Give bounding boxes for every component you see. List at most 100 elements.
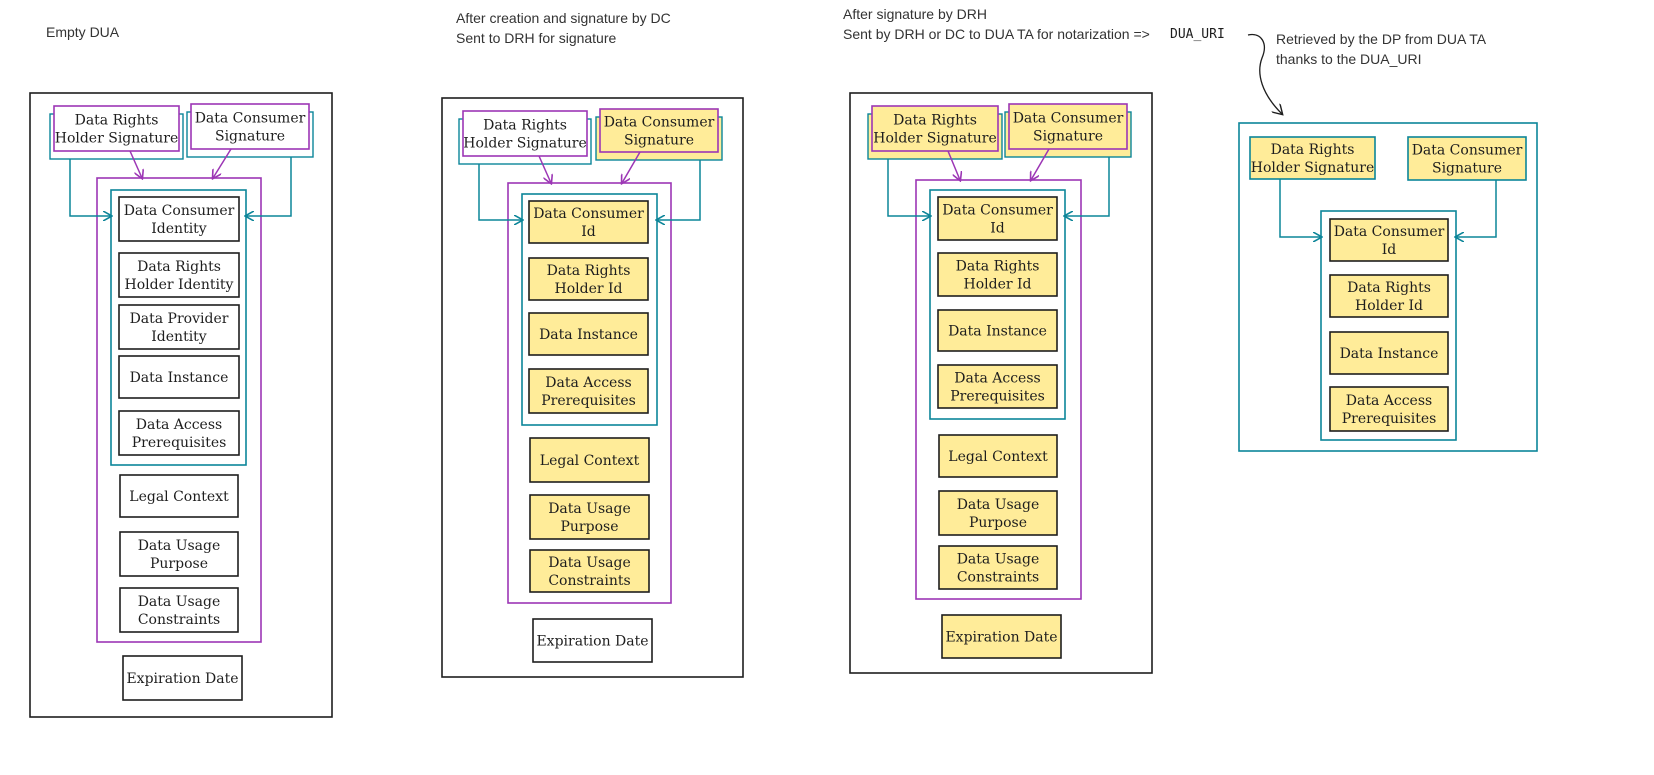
panel-2-inner-field-3-box: [528, 312, 649, 356]
panel-3-drh-to-group-arrow: [947, 150, 960, 180]
panel-3-inner-field-4-label-line: Prerequisites: [950, 389, 1045, 405]
panel-4-inner-field-4-label-line: Prerequisites: [1342, 411, 1437, 427]
panel-2-drh-signed-group: [507, 182, 672, 604]
panel-1-inner-field-4-label: Data Instance: [130, 370, 229, 386]
panel-1-dc-to-fields-arrow: [246, 157, 292, 216]
panel-2-inner-field-4-label-line: Prerequisites: [541, 393, 636, 409]
panel-1-caption: Empty DUA: [46, 24, 120, 40]
panel-2-caption-line: Sent to DRH for signature: [456, 30, 617, 46]
panel-2-outer-field-3-label-line: Data Usage: [548, 555, 631, 571]
panel-4-inner-field-4-box: [1329, 386, 1449, 432]
panel-2-outer-field-2-label-line: Data Usage: [548, 501, 631, 517]
dua-uri-label: DUA_URI: [1170, 27, 1225, 42]
panel-1-inner-field-4-label-line: Data Instance: [130, 370, 229, 386]
panel-3-outer-field-3-label-line: Constraints: [957, 570, 1039, 586]
panel-4-drh-signature-box: [1249, 136, 1376, 180]
panel-3-inner-field-1-label-line: Data Consumer: [942, 203, 1053, 219]
panel-2-caption: After creation and signature by DC Sent t…: [456, 10, 671, 46]
panel-4-inner-field-2-label-line: Holder Id: [1355, 298, 1423, 314]
panel-3-inner-field-2-label-line: Holder Id: [964, 277, 1032, 293]
panel-2-inner-field-2-box: [528, 257, 649, 301]
panel-2-outer-field-2-box: [529, 494, 650, 540]
panel-1-inner-field-1-label-line: Identity: [151, 221, 207, 237]
panel-3-outer-field-2-label-line: Data Usage: [957, 497, 1040, 513]
panel-1-drh-to-fields-arrow: [69, 159, 111, 216]
panel-2-outer-field-1-label: Legal Context: [540, 453, 640, 469]
panel-4-inner-field-2-box: [1329, 274, 1449, 318]
panel-1-drh-to-group-arrow: [129, 150, 142, 178]
panel-2-inner-field-2-label-line: Data Rights: [547, 263, 631, 279]
panel-1-inner-field-3-label-line: Identity: [151, 329, 207, 345]
panel-3-inner-field-2-box: [937, 252, 1058, 297]
panel-1-outer-field-2-label-line: Purpose: [150, 556, 208, 572]
panel-1-outer-field-1-label-line: Legal Context: [129, 489, 229, 505]
panel-1-drh-signature-box: [53, 105, 180, 152]
panel-2-inner-field-2-label-line: Holder Id: [555, 281, 623, 297]
panel-2-drh-signature-box: [462, 110, 588, 157]
panel-4-dc-to-fields-arrow: [1456, 180, 1497, 237]
panel-4-drh-signature-label-line: Holder Signature: [1251, 160, 1375, 176]
panel-3-inner-field-4-box: [937, 364, 1058, 409]
panel-1-inner-field-2-label-line: Holder Identity: [125, 277, 234, 293]
panel-1-inner-field-5-box: [118, 410, 240, 456]
panel-1-expiration-date-label-line: Expiration Date: [126, 671, 238, 687]
panel-3-inner-field-3-label-line: Data Instance: [948, 324, 1047, 340]
panel-3-caption-line: Sent by DRH or DC to DUA TA for notariza…: [843, 26, 1150, 42]
panel-4-inner-field-4-label-line: Data Access: [1346, 393, 1432, 409]
panel-3-outer-field-3-box: [938, 545, 1058, 590]
panel-4-drh-to-fields-arrow: [1279, 179, 1321, 237]
panel-1-inner-field-5-label-line: Prerequisites: [132, 435, 227, 451]
panel-2-expiration-date-box: [532, 618, 653, 663]
panel-4-drh-signature-label-line: Data Rights: [1271, 142, 1355, 158]
panel-2-caption-line: After creation and signature by DC: [456, 10, 671, 26]
panel-2-outer-field-1-label-line: Legal Context: [540, 453, 640, 469]
panel-1-drh-signed-group: [96, 177, 262, 643]
panel-3-inner-field-3-box: [937, 309, 1058, 352]
panel-2-inner-field-4-box: [528, 368, 649, 414]
panel-1-expiration-date-box: [122, 655, 243, 701]
panel-3-inner-field-1-box: [937, 196, 1058, 241]
panel-3-drh-to-fields-arrow: [887, 159, 930, 216]
panel-3-expiration-date-label-line: Expiration Date: [945, 630, 1057, 646]
panel-3-dc-signature-label-line: Signature: [1033, 129, 1103, 145]
panel-3-outer-field-1-box: [938, 434, 1058, 478]
panel-3-outer-field-2-box: [938, 490, 1058, 536]
panel-1-inner-field-2-box: [118, 252, 240, 298]
panel-2-expiration-date-label: Expiration Date: [536, 634, 648, 650]
panel-4-inner-field-1-label-line: Data Consumer: [1334, 224, 1445, 240]
panel-4-inner-field-3-label: Data Instance: [1340, 346, 1439, 362]
panel-2-drh-signature-label-line: Holder Signature: [463, 136, 587, 152]
panel-1-dc-signed-group: [110, 189, 247, 466]
panel-1-outer-field-3-box: [119, 587, 239, 633]
panel-1-dc-to-group-arrow: [213, 148, 232, 178]
panel-3-dua-container: [849, 92, 1153, 674]
panel-1-inner-field-4-box: [118, 355, 240, 399]
panel-3-outer-field-3-label-line: Data Usage: [957, 552, 1040, 568]
panel-2-outer-field-3-box: [529, 549, 650, 593]
panel-3-drh-signed-group: [915, 179, 1082, 600]
panel-4-inner-field-1-box: [1329, 218, 1449, 262]
panel-2-inner-field-1-box: [528, 200, 649, 244]
panel-1-outer-field-3-label-line: Constraints: [138, 612, 220, 628]
panel-3-outer-field-2-label-line: Purpose: [969, 515, 1027, 531]
panel-1-dc-signature-box: [190, 103, 310, 150]
panel-1-outer-field-2-box: [119, 531, 239, 577]
panel-1-outer-field-1-box: [119, 474, 239, 518]
panel-4-inner-field-2-label-line: Data Rights: [1347, 280, 1431, 296]
panel-1-inner-field-1-label-line: Data Consumer: [124, 203, 235, 219]
